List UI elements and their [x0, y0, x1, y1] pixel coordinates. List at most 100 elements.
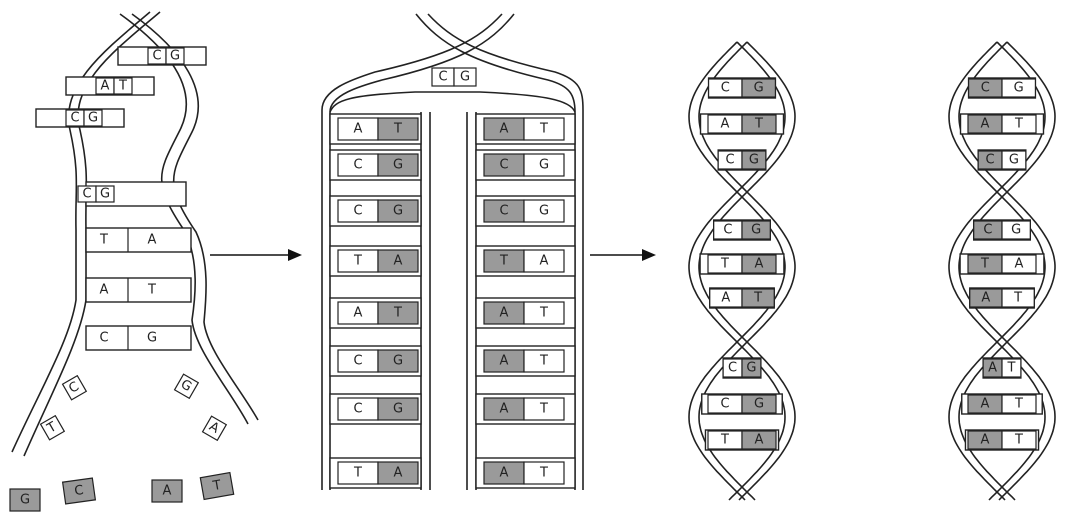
nucleotide: T: [1001, 114, 1037, 134]
nucleotide: C: [337, 153, 379, 177]
base-letter: T: [720, 433, 729, 448]
nucleotide: T: [1001, 394, 1037, 414]
nucleotide: T: [337, 461, 379, 485]
base-letter: C: [499, 204, 508, 219]
nucleotide: T: [707, 254, 743, 274]
base-letter: G: [393, 204, 403, 219]
base-letter: T: [393, 306, 402, 321]
base-letter: A: [394, 254, 403, 269]
base-letter: T: [118, 79, 127, 94]
nucleotide: A: [377, 249, 419, 273]
base-letter: G: [88, 111, 98, 126]
nucleotide: A: [483, 461, 525, 485]
base-letter: T: [753, 291, 762, 306]
nucleotide: G: [1001, 220, 1031, 240]
base-letter: T: [539, 306, 548, 321]
nucleotide: T: [523, 301, 565, 325]
nucleotide: A: [1001, 254, 1037, 274]
base-letter: A: [988, 361, 997, 376]
nucleotide: C: [977, 150, 1003, 170]
nucleotide: T: [337, 249, 379, 273]
base-letter: G: [754, 397, 764, 412]
base-letter: A: [101, 79, 110, 94]
nucleotide: T: [377, 117, 419, 141]
base-letter: A: [981, 291, 990, 306]
nucleotide: A: [483, 349, 525, 373]
nucleotide: T: [967, 254, 1003, 274]
base-letter: A: [1015, 257, 1024, 272]
helix-strands: [688, 41, 796, 501]
base-letter: T: [980, 257, 989, 272]
nucleotide: G: [1001, 150, 1027, 170]
nucleotide: A: [483, 397, 525, 421]
base-letter: A: [354, 122, 363, 137]
nucleotide: T: [741, 114, 777, 134]
nucleotide: T: [707, 430, 743, 450]
base-letter: G: [1009, 153, 1019, 168]
free-nucleotide: G: [9, 488, 41, 512]
nucleotide: G: [95, 185, 115, 203]
nucleotide: A: [337, 117, 379, 141]
base-letter: C: [82, 187, 91, 202]
nucleotide: A: [523, 249, 565, 273]
nucleotide: G: [377, 153, 419, 177]
base-letter: G: [393, 158, 403, 173]
nucleotide: A: [967, 114, 1003, 134]
nucleotide: G: [377, 349, 419, 373]
free-nucleotide: T: [199, 471, 235, 501]
nucleotide: T: [483, 249, 525, 273]
nucleotide: A: [967, 430, 1003, 450]
nucleotide: C: [77, 185, 97, 203]
base-letter: T: [754, 117, 763, 132]
base-letter: G: [539, 204, 549, 219]
nucleotide: A: [483, 117, 525, 141]
nucleotide: C: [483, 153, 525, 177]
base-letter: G: [1014, 81, 1024, 96]
nucleotide: A: [982, 358, 1003, 378]
nucleotide: A: [969, 288, 1003, 308]
nucleotide: C: [483, 199, 525, 223]
base-letter: T: [1014, 433, 1023, 448]
base-letter: G: [170, 49, 180, 64]
nucleotide: G: [741, 394, 777, 414]
base-letter: A: [721, 117, 730, 132]
nucleotide: G: [741, 150, 767, 170]
nucleotide: A: [95, 77, 115, 95]
base-letter: C: [720, 397, 729, 412]
base-letter: A: [755, 257, 764, 272]
nucleotide: G: [523, 153, 565, 177]
attached-nucleotide: G: [173, 373, 200, 400]
base-letter: A: [500, 466, 509, 481]
base-letter: G: [393, 354, 403, 369]
base-letter: T: [539, 402, 548, 417]
base-letter: T: [1006, 361, 1015, 376]
nucleotide: G: [1001, 78, 1037, 98]
free-nucleotide: C: [61, 477, 97, 505]
nucleotide: C: [65, 109, 85, 127]
nucleotide: T: [1001, 430, 1037, 450]
base-letter: T: [539, 466, 548, 481]
base-letter: A: [721, 291, 730, 306]
